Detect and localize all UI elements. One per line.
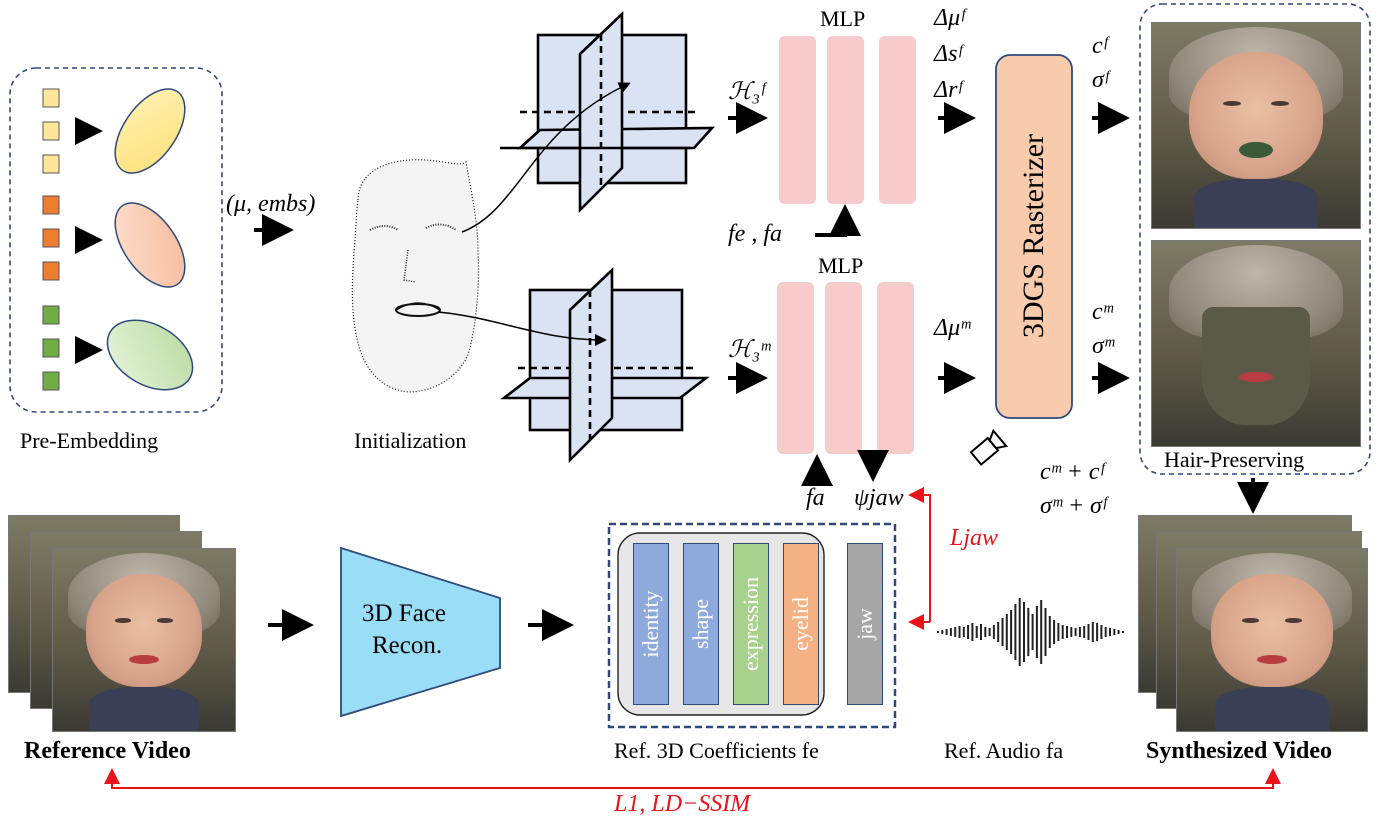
coef-label-identity: identity bbox=[638, 590, 663, 658]
sm-label: σᵐ bbox=[1092, 333, 1114, 359]
gaussian-ellipse-yellow bbox=[114, 88, 186, 174]
embed-label: (μ, embs) bbox=[226, 191, 316, 217]
embedding-squares-yellow bbox=[42, 88, 60, 174]
mlp-face-label: MLP bbox=[820, 6, 866, 31]
gaussian-ellipse-orange bbox=[114, 202, 186, 288]
initialization-label: Initialization bbox=[354, 428, 467, 453]
triplane-face bbox=[500, 10, 715, 214]
embedding-arrows bbox=[75, 117, 103, 364]
coef-label-shape: shape bbox=[688, 598, 713, 650]
mlp-mouth-label: MLP bbox=[818, 253, 864, 278]
reference-frame bbox=[52, 548, 236, 732]
jaw-loss-label: Ljaw bbox=[950, 525, 999, 551]
jaw-loss-arrow bbox=[908, 487, 931, 622]
hair-preserving-label: Hair-Preserving bbox=[1164, 447, 1305, 472]
sf-label: σᶠ bbox=[1092, 67, 1109, 93]
mouth-output: Δμᵐ bbox=[934, 315, 971, 341]
coef-label-eyelid: eyelid bbox=[788, 597, 813, 651]
face-output-0: Δμᶠ bbox=[934, 5, 965, 31]
pre-embedding-box bbox=[9, 67, 223, 413]
pre-embedding-label: Pre-Embedding bbox=[20, 428, 159, 453]
triplane-mouth bbox=[500, 266, 710, 464]
fa-cond-label: fa bbox=[806, 485, 825, 511]
face-recon-label-2: Recon. bbox=[372, 632, 443, 659]
cm-label: cᵐ bbox=[1092, 299, 1113, 325]
face-recon-trapezoid bbox=[340, 546, 501, 718]
combined-c-label: cᵐ + cᶠ bbox=[1040, 459, 1104, 485]
coef-bar-shape: shape bbox=[683, 543, 719, 705]
face-output-2: Δrᶠ bbox=[934, 77, 962, 103]
coefficients-caption: Ref. 3D Coefficients fe bbox=[614, 738, 819, 763]
camera-icon bbox=[969, 428, 1009, 466]
face-to-triplane-arrow bbox=[461, 82, 631, 233]
combined-s-label: σᵐ + σᶠ bbox=[1040, 493, 1107, 519]
rendered-mouth-image bbox=[1151, 240, 1361, 447]
coef-bar-eyelid: eyelid bbox=[783, 543, 819, 705]
embedding-squares-green bbox=[42, 305, 60, 391]
synthesized-video-label: Synthesized Video bbox=[1146, 738, 1333, 764]
coef-bar-jaw: jaw bbox=[847, 543, 883, 705]
recon-loss-line bbox=[111, 773, 1274, 789]
coef-bar-identity: identity bbox=[633, 543, 669, 705]
coefficients-box bbox=[607, 522, 897, 729]
gaussian-ellipse-green bbox=[106, 319, 194, 391]
mouth-to-triplane-arrow bbox=[437, 311, 607, 346]
coef-bar-expression: expression bbox=[733, 543, 769, 705]
coef-label-expression: expression bbox=[738, 576, 763, 672]
face-output-1: Δsᶠ bbox=[934, 41, 962, 67]
embedding-squares-orange bbox=[42, 195, 60, 281]
audio-waveform bbox=[937, 598, 1124, 666]
rendered-face-image bbox=[1151, 22, 1361, 229]
fe-fa-arrow bbox=[815, 204, 861, 237]
recon-loss-label: L1, LD−SSIM bbox=[614, 791, 751, 817]
fe-fa-label: fe , fa bbox=[728, 221, 782, 247]
h-face-label: ℋ₃ᶠ bbox=[728, 79, 765, 105]
synthesized-frame bbox=[1176, 548, 1368, 732]
cf-label: cᶠ bbox=[1092, 33, 1107, 59]
mlp-face-layers bbox=[779, 36, 916, 204]
mlp-mouth-layers bbox=[777, 282, 914, 454]
rasterizer-label: 3DGS Rasterizer bbox=[1017, 133, 1050, 339]
coef-label-jaw: jaw bbox=[852, 608, 877, 640]
hair-preserving-box bbox=[1139, 3, 1371, 475]
reference-video-label: Reference Video bbox=[24, 738, 191, 764]
point-cloud-face bbox=[351, 159, 480, 393]
psi-jaw-label: ψjaw bbox=[854, 485, 904, 511]
audio-caption: Ref. Audio fa bbox=[944, 738, 1064, 763]
rasterizer-box bbox=[995, 54, 1073, 419]
face-recon-label-1: 3D Face bbox=[362, 600, 446, 627]
h-mouth-label: ℋ₃ᵐ bbox=[728, 337, 771, 363]
